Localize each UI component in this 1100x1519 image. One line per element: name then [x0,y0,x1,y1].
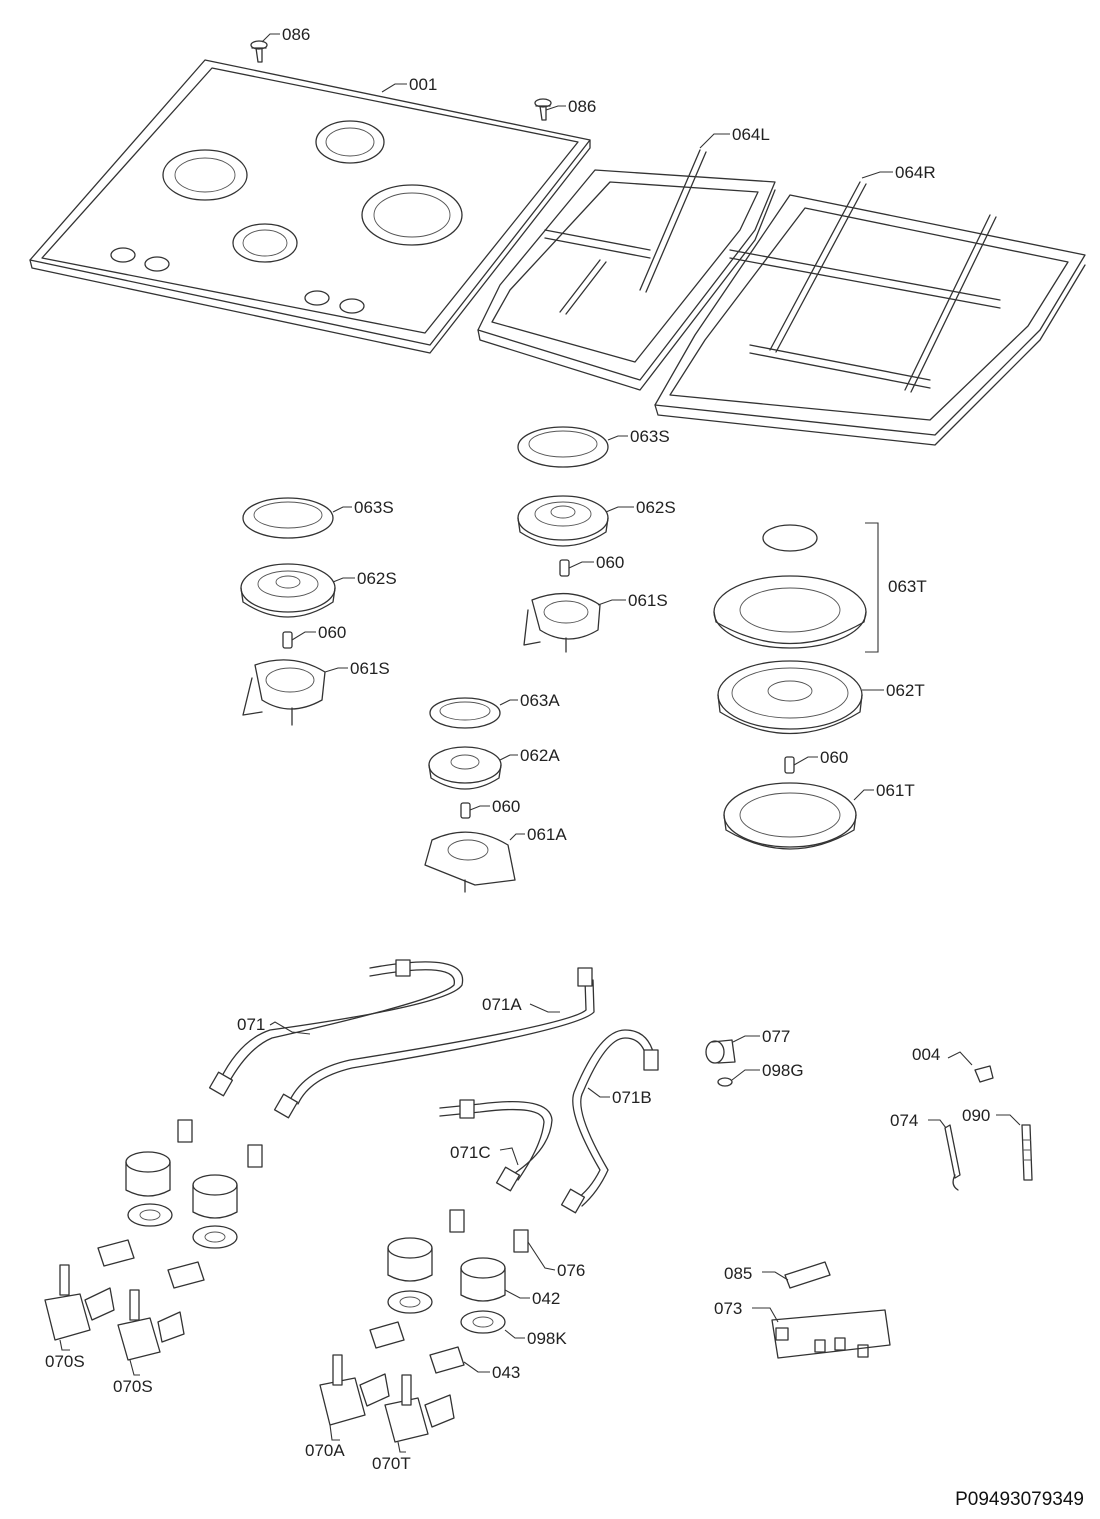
label-060: 060 [492,797,520,816]
label-063A: 063A [520,691,560,710]
label-043: 043 [492,1363,520,1382]
knob-group-middle [369,1209,529,1374]
gas-pipes [208,959,659,1214]
label-062S: 062S [636,498,676,517]
label-085: 085 [724,1264,752,1283]
burner-stack-top [517,426,609,653]
label-062A: 062A [520,746,560,765]
label-073: 073 [714,1299,742,1318]
label-064R: 064R [895,163,936,182]
label-061S: 061S [628,591,668,610]
label-070S: 070S [113,1377,153,1396]
label-090: 090 [962,1106,990,1125]
burner-stack-triple-crown [713,522,879,850]
leader-lines [59,33,1021,1453]
label-063S: 063S [630,427,670,446]
label-061S: 061S [350,659,390,678]
label-061T: 061T [876,781,915,800]
label-070A: 070A [305,1441,345,1460]
burner-stack-auxiliary [424,697,516,893]
label-063S: 063S [354,498,394,517]
label-061A: 061A [527,825,567,844]
label-063T: 063T [888,577,927,596]
label-098G: 098G [762,1061,804,1080]
pan-support-left [477,149,776,391]
burner-stack-left [240,497,336,726]
gas-taps-middle [319,1354,455,1443]
label-062S: 062S [357,569,397,588]
label-071A: 071A [482,995,522,1014]
label-060: 060 [318,623,346,642]
label-004: 004 [912,1045,940,1064]
label-086: 086 [282,25,310,44]
label-071: 071 [237,1015,265,1034]
label-071C: 071C [450,1143,491,1162]
label-042: 042 [532,1289,560,1308]
label-098K: 098K [527,1329,567,1348]
knob-group-left [97,1119,263,1289]
label-071B: 071B [612,1088,652,1107]
ignition-parts [771,1261,891,1359]
label-076: 076 [557,1261,585,1280]
label-060: 060 [820,748,848,767]
small-parts-right [705,1039,1033,1191]
label-070S: 070S [45,1352,85,1371]
label-062T: 062T [886,681,925,700]
hob-top-plate [29,40,591,354]
label-064L: 064L [732,125,770,144]
label-070T: 070T [372,1454,411,1473]
part-labels: 086 001 086 064L 064R 063S 063S 062S 062… [45,25,990,1473]
label-001: 001 [409,75,437,94]
label-074: 074 [890,1111,918,1130]
label-086: 086 [568,97,596,116]
pan-support-right [654,181,1086,446]
label-077: 077 [762,1027,790,1046]
document-id: P09493079349 [955,1489,1084,1510]
gas-taps-left [44,1264,185,1361]
label-060: 060 [596,553,624,572]
